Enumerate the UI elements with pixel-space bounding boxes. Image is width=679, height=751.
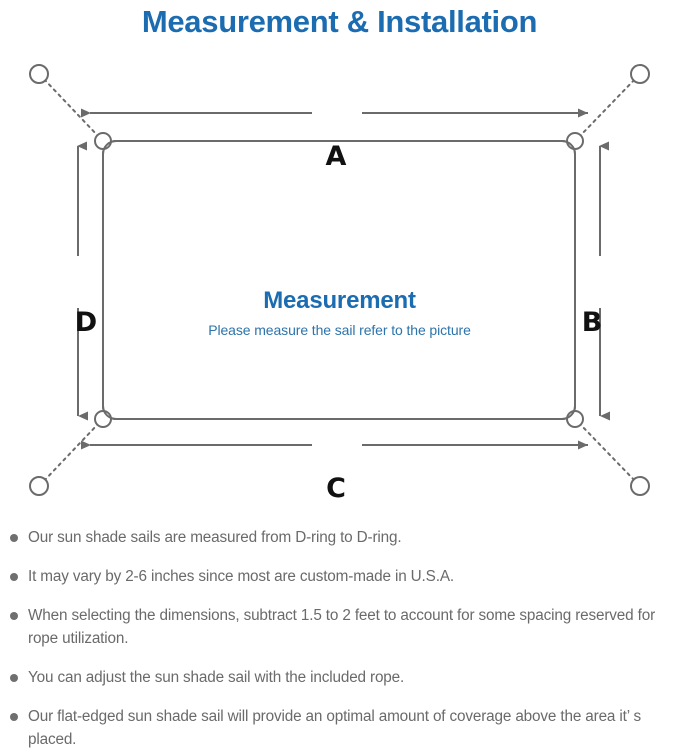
bullet-icon xyxy=(10,674,18,682)
anchor-bottom-left xyxy=(29,476,49,496)
measurement-diagram: Measurement Please measure the sail refe… xyxy=(0,46,679,516)
d-ring-bottom-right xyxy=(566,410,584,428)
rope-bottom-right xyxy=(578,422,638,484)
bullet-icon xyxy=(10,534,18,542)
anchor-top-left xyxy=(29,64,49,84)
list-item-text: Our flat-edged sun shade sail will provi… xyxy=(28,708,642,748)
bullet-icon xyxy=(10,612,18,620)
d-ring-top-right xyxy=(566,132,584,150)
dimension-label-a: A xyxy=(325,141,347,172)
list-item: Our sun shade sails are measured from D-… xyxy=(0,526,679,549)
d-ring-bottom-left xyxy=(94,410,112,428)
list-item-text: It may vary by 2-6 inches since most are… xyxy=(28,568,454,585)
sail-corner-tr xyxy=(561,140,576,155)
rope-top-left xyxy=(41,76,100,138)
page-title: Measurement & Installation xyxy=(141,4,538,39)
sail-corner-tl xyxy=(102,140,117,155)
dimension-label-d: D xyxy=(74,307,98,338)
list-item: Our flat-edged sun shade sail will provi… xyxy=(0,705,679,751)
diagram-svg xyxy=(29,64,650,496)
sail-shape xyxy=(102,140,576,420)
list-item: It may vary by 2-6 inches since most are… xyxy=(0,565,679,588)
sail-corner-bl xyxy=(102,405,117,420)
anchor-bottom-right xyxy=(630,476,650,496)
rope-top-right xyxy=(578,76,638,138)
bullet-icon xyxy=(10,573,18,581)
bullet-icon xyxy=(10,713,18,721)
list-item-text: Our sun shade sails are measured from D-… xyxy=(28,529,402,546)
anchor-top-right xyxy=(630,64,650,84)
rope-bottom-left xyxy=(41,422,100,484)
dimension-label-b: B xyxy=(581,307,603,338)
list-item: When selecting the dimensions, subtract … xyxy=(0,604,679,650)
sail-corner-br xyxy=(561,405,576,420)
list-item: You can adjust the sun shade sail with t… xyxy=(0,666,679,689)
list-item-text: When selecting the dimensions, subtract … xyxy=(28,607,656,647)
notes-list: Our sun shade sails are measured from D-… xyxy=(0,526,679,751)
d-ring-top-left xyxy=(94,132,112,150)
dimension-label-c: C xyxy=(326,473,346,504)
list-item-text: You can adjust the sun shade sail with t… xyxy=(28,669,405,686)
